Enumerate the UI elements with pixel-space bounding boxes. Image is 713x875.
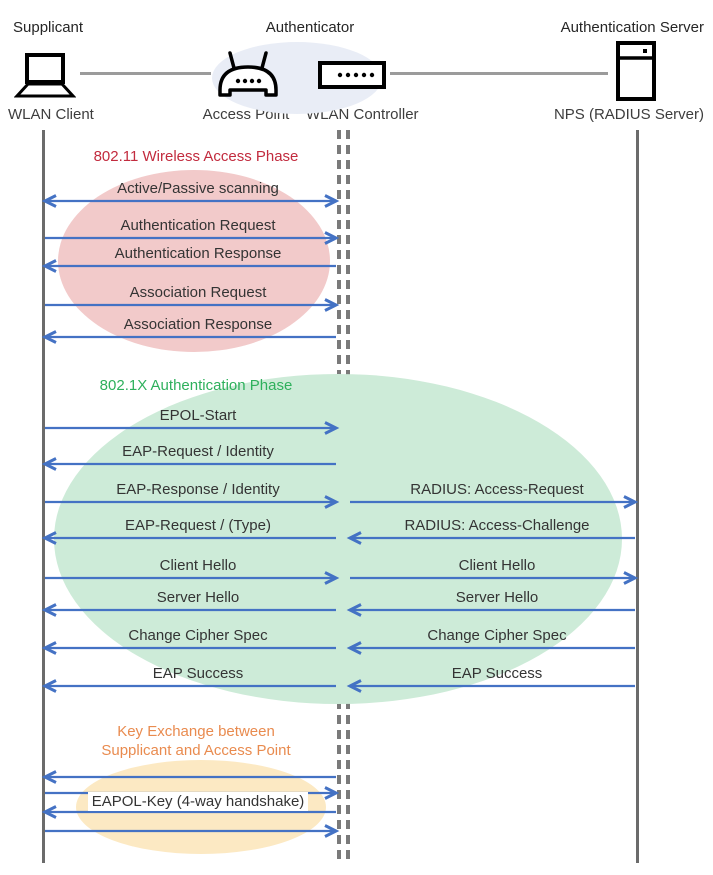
message-arrow: [41, 679, 336, 693]
radius-server-icon: [616, 41, 656, 101]
nps-server-label: NPS (RADIUS Server): [553, 106, 704, 123]
auth-server-role-label: Authentication Server: [560, 19, 704, 36]
laptop-icon: [14, 53, 76, 98]
message-arrow: [45, 571, 340, 585]
auth-server-lifeline: [636, 130, 639, 863]
message-arrow: [41, 641, 336, 655]
message-arrow: [346, 603, 635, 617]
message-arrow: [41, 457, 336, 471]
message-arrow: [41, 330, 336, 344]
message-arrow: [346, 531, 635, 545]
connector-controller-server: [390, 72, 608, 75]
message-arrow: [41, 259, 336, 273]
wlan-controller-icon: [318, 61, 386, 89]
message-arrow: [346, 641, 635, 655]
message-arrow: [350, 495, 639, 509]
message-arrow: [41, 603, 336, 617]
message-arrow: [41, 770, 336, 784]
message-arrow: [41, 531, 336, 545]
wlan-client-label: WLAN Client: [8, 106, 94, 123]
message-arrow: [350, 571, 639, 585]
message-arrow: [41, 194, 340, 208]
message-arrow: [41, 805, 336, 819]
connector-client-ap: [80, 72, 211, 75]
phase-title-8021x: 802.1X Authentication Phase: [99, 377, 293, 394]
phase-title-key-exchange: Key Exchange between Supplicant and Acce…: [101, 723, 291, 759]
access-point-icon: [218, 51, 278, 97]
message-arrow: [45, 231, 340, 245]
phase-title-80211: 802.11 Wireless Access Phase: [93, 148, 299, 165]
message-arrow: [45, 298, 340, 312]
message-arrow: [45, 824, 340, 838]
supplicant-lifeline: [42, 130, 45, 863]
message-arrow: [45, 421, 340, 435]
message-arrow: [45, 495, 340, 509]
supplicant-role-label: Supplicant: [13, 19, 84, 36]
authenticator-role-label: Authenticator: [265, 19, 355, 36]
message-arrow: [346, 679, 635, 693]
message-arrow: [45, 786, 340, 800]
